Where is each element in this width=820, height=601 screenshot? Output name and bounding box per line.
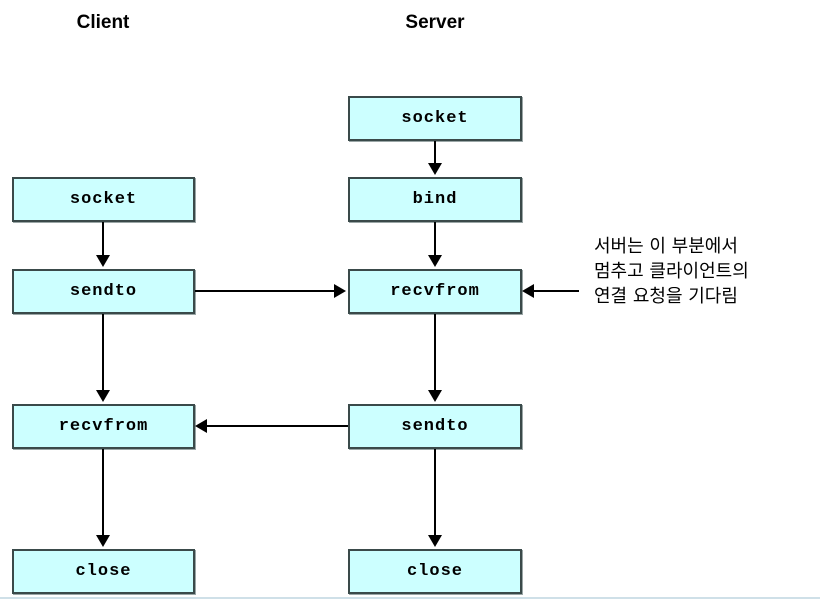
node-client-close[interactable]: close bbox=[12, 549, 195, 594]
arrowhead-down-icon bbox=[428, 163, 442, 175]
annotation-server-blocking-note: 서버는 이 부분에서 멈추고 클라이언트의 연결 요청을 기다림 bbox=[594, 234, 749, 309]
node-client-sendto[interactable]: sendto bbox=[12, 269, 195, 314]
connector-server-bind-to-recvfrom bbox=[434, 222, 436, 257]
arrowhead-down-icon bbox=[428, 255, 442, 267]
arrowhead-down-icon bbox=[96, 535, 110, 547]
connector-server-socket-to-bind bbox=[434, 141, 436, 165]
node-server-recvfrom-label: recvfrom bbox=[390, 282, 480, 301]
node-client-sendto-label: sendto bbox=[69, 282, 138, 301]
node-server-close[interactable]: close bbox=[348, 549, 522, 594]
node-server-close-label: close bbox=[406, 562, 463, 581]
node-server-recvfrom[interactable]: recvfrom bbox=[348, 269, 522, 314]
node-client-socket[interactable]: socket bbox=[12, 177, 195, 222]
node-server-bind[interactable]: bind bbox=[348, 177, 522, 222]
annotation-line-2: 멈추고 클라이언트의 bbox=[594, 261, 749, 282]
node-client-close-label: close bbox=[75, 562, 132, 581]
connector-server-sendto-to-close bbox=[434, 449, 436, 537]
arrowhead-left-icon bbox=[522, 284, 534, 298]
node-server-socket[interactable]: socket bbox=[348, 96, 522, 141]
node-server-sendto-label: sendto bbox=[401, 417, 469, 436]
node-server-socket-label: socket bbox=[401, 109, 469, 128]
node-server-bind-label: bind bbox=[412, 190, 458, 209]
connector-client-sendto-to-recvfrom bbox=[102, 314, 104, 392]
connector-server-sendto-to-client-recvfrom bbox=[207, 425, 348, 427]
arrowhead-down-icon bbox=[428, 390, 442, 402]
arrowhead-right-icon bbox=[334, 284, 346, 298]
arrowhead-down-icon bbox=[96, 390, 110, 402]
connector-client-sendto-to-server-recvfrom bbox=[195, 290, 336, 292]
connector-server-recvfrom-to-sendto bbox=[434, 314, 436, 392]
connector-client-socket-to-sendto bbox=[102, 222, 104, 257]
bottom-divider bbox=[0, 597, 820, 599]
node-client-recvfrom-label: recvfrom bbox=[58, 417, 149, 436]
arrowhead-down-icon bbox=[428, 535, 442, 547]
connector-client-recvfrom-to-close bbox=[102, 449, 104, 537]
node-server-sendto[interactable]: sendto bbox=[348, 404, 522, 449]
arrowhead-down-icon bbox=[96, 255, 110, 267]
connector-annotation-to-server-recvfrom bbox=[534, 290, 579, 292]
column-header-server: Server bbox=[405, 12, 465, 33]
node-client-socket-label: socket bbox=[69, 190, 138, 209]
annotation-line-3: 연결 요청을 기다림 bbox=[594, 286, 738, 307]
annotation-line-1: 서버는 이 부분에서 bbox=[594, 236, 738, 257]
node-client-recvfrom[interactable]: recvfrom bbox=[12, 404, 195, 449]
arrowhead-left-icon bbox=[195, 419, 207, 433]
column-header-client: Client bbox=[76, 12, 130, 33]
